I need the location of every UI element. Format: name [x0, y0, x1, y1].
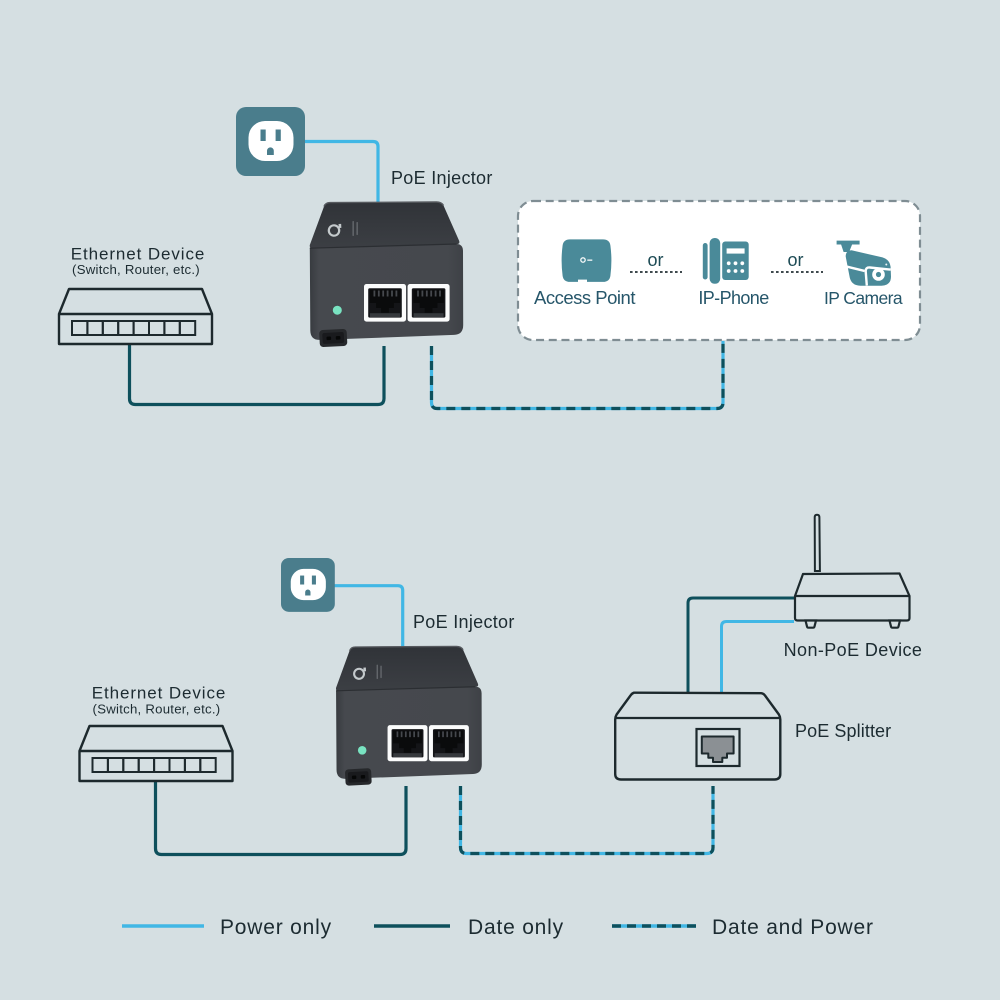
- svg-text:PoE Injector: PoE Injector: [391, 168, 493, 188]
- svg-text:Access Point: Access Point: [534, 287, 635, 308]
- svg-text:Non-PoE Device: Non-PoE Device: [784, 640, 923, 660]
- svg-text:Date only: Date only: [468, 916, 564, 939]
- svg-text:(Switch, Router, etc.): (Switch, Router, etc.): [72, 262, 200, 277]
- svg-text:Ethernet Device: Ethernet Device: [92, 684, 226, 703]
- svg-text:PoE Injector: PoE Injector: [413, 612, 515, 632]
- svg-text:Date and Power: Date and Power: [712, 916, 874, 939]
- svg-text:(Switch, Router, etc.): (Switch, Router, etc.): [93, 702, 221, 717]
- svg-text:or: or: [787, 250, 803, 270]
- svg-text:PoE Splitter: PoE Splitter: [795, 721, 891, 741]
- svg-text:Ethernet Device: Ethernet Device: [71, 245, 205, 264]
- svg-text:IP Camera: IP Camera: [824, 288, 903, 308]
- svg-text:Power only: Power only: [220, 916, 332, 939]
- svg-text:or: or: [647, 250, 663, 270]
- svg-text:IP-Phone: IP-Phone: [698, 288, 769, 308]
